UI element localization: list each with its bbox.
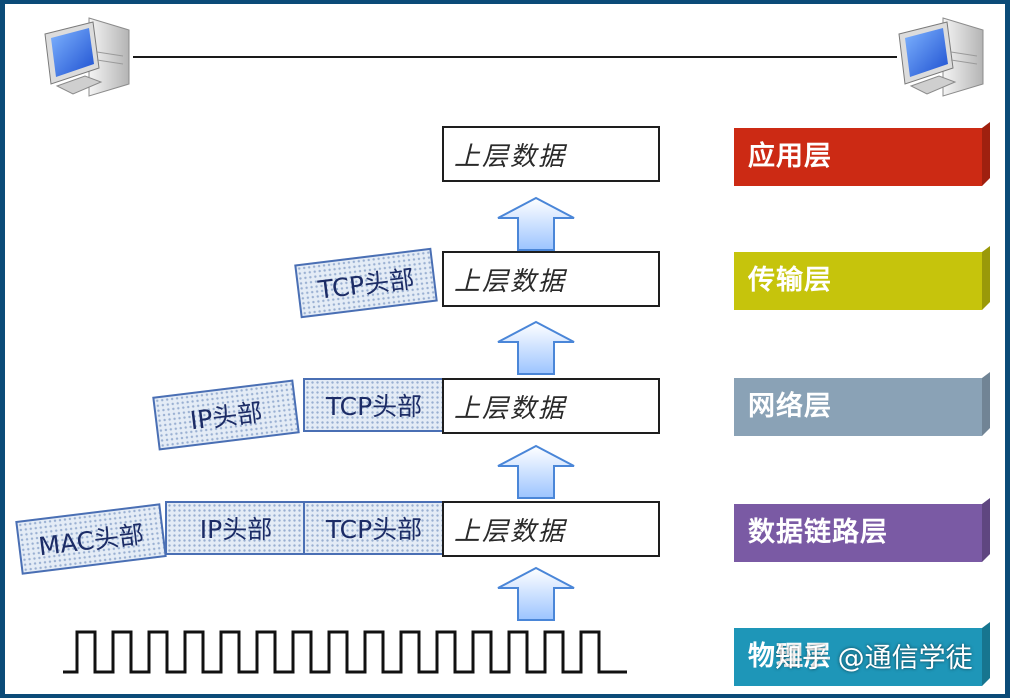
mac-header-box-datalink: MAC头部: [15, 503, 167, 575]
layer-bar-physical: 物理层: [734, 622, 990, 686]
upper-data-box-transport: 上层数据: [442, 251, 660, 307]
upper-data-box-datalink: 上层数据: [442, 501, 660, 557]
layer-bar-datalink: 数据链路层: [734, 498, 990, 562]
layer-bar-network: 网络层: [734, 372, 990, 436]
layer-label-datalink: 数据链路层: [748, 517, 888, 548]
upper-data-box-application: 上层数据: [442, 126, 660, 182]
right-computer-icon: [898, 17, 984, 97]
tcp-header-box-datalink: TCP头部: [303, 501, 445, 555]
up-arrow-icon: [497, 566, 575, 621]
tcp-header-box-network: TCP头部: [303, 378, 445, 432]
ip-header-box-network: IP头部: [152, 379, 300, 451]
zhihu-watermark: 知乎 @通信学徒: [775, 643, 973, 674]
layer-label-transport: 传输层: [748, 265, 832, 296]
upper-data-box-network: 上层数据: [442, 378, 660, 434]
ip-header-box-datalink: IP头部: [165, 501, 307, 555]
layer-label-physical: 物理层: [748, 641, 832, 672]
layer-label-application: 应用层: [748, 141, 832, 172]
up-arrow-icon: [497, 196, 575, 251]
up-arrow-icon: [497, 444, 575, 499]
network-link-line: [133, 56, 897, 58]
tcp-header-box-transport: TCP头部: [294, 247, 438, 319]
layer-bar-transport: 传输层: [734, 246, 990, 310]
left-computer-icon: [44, 17, 130, 97]
up-arrow-icon: [497, 320, 575, 375]
osi-encapsulation-diagram: 上层数据 TCP头部 上层数据 IP头部 TCP头部 上层数据 MAC头部 IP…: [5, 4, 1005, 694]
square-wave-signal: [63, 630, 627, 674]
layer-bar-application: 应用层: [734, 122, 990, 186]
layer-label-network: 网络层: [748, 391, 832, 422]
